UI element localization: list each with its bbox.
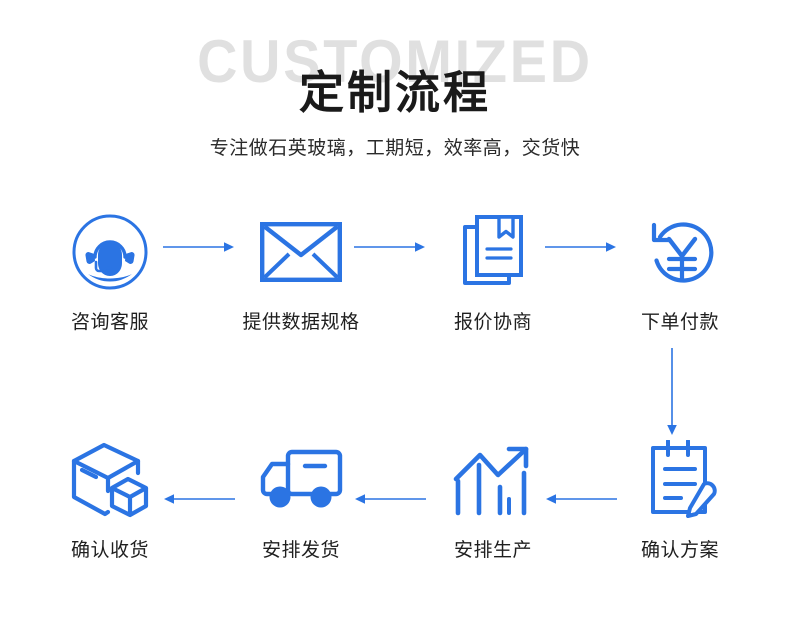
flow-step-label: 安排发货 — [261, 539, 340, 561]
connector-arrow-right-2 — [354, 240, 426, 254]
flow-step-order-payment[interactable]: 下单付款 — [600, 202, 760, 333]
connector-arrow-left-2 — [354, 492, 426, 506]
flow-step-arrange-production[interactable]: 安排生产 — [413, 430, 573, 561]
flow-step-label: 安排生产 — [453, 539, 532, 561]
flow-step-confirm-plan[interactable]: 确认方案 — [600, 430, 760, 561]
page-subtitle: 专注做石英玻璃，工期短，效率高，交货快 — [209, 137, 581, 159]
delivery-truck-icon — [221, 430, 381, 530]
flow-step-confirm-receipt[interactable]: 确认收货 — [30, 430, 190, 561]
connector-arrow-right-3 — [545, 240, 617, 254]
flow-step-arrange-shipping[interactable]: 安排发货 — [221, 430, 381, 561]
connector-arrow-right-1 — [163, 240, 235, 254]
flow-step-label: 确认方案 — [640, 539, 719, 561]
process-flow-diagram: 咨询客服 提供数据规格 报价协商 — [0, 180, 790, 632]
package-box-icon — [30, 430, 190, 530]
page-header: CUSTOMIZED 定制流程 专注做石英玻璃，工期短，效率高，交货快 — [0, 0, 790, 180]
flow-step-label: 提供数据规格 — [242, 311, 360, 333]
clipboard-pen-icon — [600, 430, 760, 530]
yuan-payment-icon — [600, 202, 760, 302]
flow-step-quote-negotiation[interactable]: 报价协商 — [413, 202, 573, 333]
document-quote-icon — [413, 202, 573, 302]
connector-arrow-down — [665, 348, 679, 436]
watermark-text: CUSTOMIZED — [197, 28, 593, 95]
flow-step-label: 确认收货 — [70, 539, 149, 561]
flow-step-label: 下单付款 — [640, 311, 719, 333]
headset-support-icon — [30, 202, 190, 302]
connector-arrow-left-3 — [163, 492, 235, 506]
flow-step-consult-support[interactable]: 咨询客服 — [30, 202, 190, 333]
flow-step-label: 报价协商 — [453, 311, 532, 333]
envelope-icon — [221, 202, 381, 302]
bar-chart-growth-icon — [413, 430, 573, 530]
connector-arrow-left-1 — [545, 492, 617, 506]
flow-step-provide-specs[interactable]: 提供数据规格 — [221, 202, 381, 333]
flow-step-label: 咨询客服 — [70, 311, 149, 333]
page-title: 定制流程 — [298, 66, 491, 119]
